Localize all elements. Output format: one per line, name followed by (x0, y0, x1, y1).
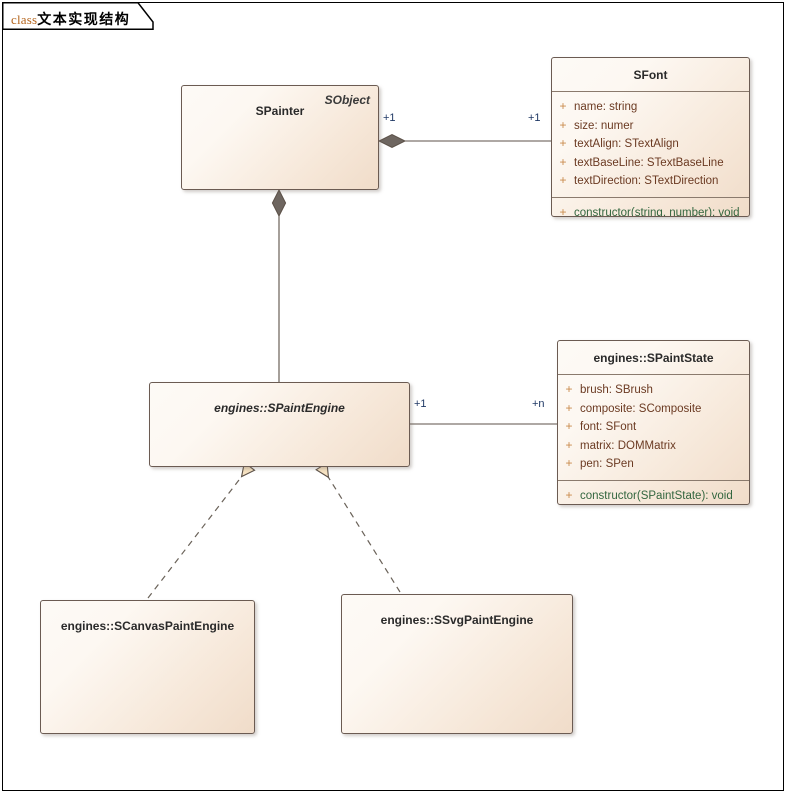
diagram-title-text: 文本实现结构 (37, 11, 131, 27)
visibility-marker: + (559, 99, 567, 113)
class-name-sfont: SFont (633, 68, 668, 82)
attributes-compartment-sfont: + name: string + size: numer + textAlign… (552, 92, 749, 197)
visibility-marker: + (559, 204, 567, 217)
operation-signature: constructor(SPaintState): void (580, 489, 733, 502)
class-header-ssvgpaintengine: engines::SSvgPaintEngine (342, 595, 572, 636)
class-box-ssvgpaintengine[interactable]: engines::SSvgPaintEngine (341, 594, 573, 734)
visibility-marker: + (565, 456, 573, 470)
attribute-row: + font: SFont (558, 418, 749, 437)
operation-row: + constructor(SPaintState): void (558, 487, 749, 505)
link-painter-engine (271, 188, 287, 382)
class-name-ssvgpaintengine: engines::SSvgPaintEngine (380, 613, 534, 627)
link-canvas-realization (147, 467, 249, 599)
visibility-marker: + (559, 154, 567, 169)
multiplicity-painter-font-source: +1 (383, 112, 396, 124)
attribute-signature: size: numer (574, 119, 634, 132)
class-box-spainter[interactable]: SObject SPainter (181, 85, 379, 190)
visibility-marker: + (559, 117, 567, 132)
class-header-spainter: SObject SPainter (182, 86, 378, 127)
multiplicity-engine-state-source: +1 (414, 398, 427, 410)
attribute-row: + name: string (552, 98, 749, 117)
diagram-title-keyword: class (11, 12, 38, 27)
diagram-title: class文本实现结构 (11, 9, 130, 29)
attribute-row: + size: numer (552, 117, 749, 136)
visibility-marker: + (565, 400, 573, 415)
attribute-row: + textDirection: STextDirection (552, 172, 749, 191)
attribute-signature: matrix: DOMMatrix (580, 439, 676, 452)
attribute-signature: pen: SPen (580, 458, 634, 470)
attribute-signature: font: SFont (580, 421, 637, 433)
operations-compartment-spaintstate: + constructor(SPaintState): void (558, 479, 749, 505)
attribute-signature: textDirection: STextDirection (574, 175, 719, 187)
attribute-signature: textBaseLine: STextBaseLine (574, 156, 724, 169)
class-header-spaintstate: engines::SPaintState (558, 341, 749, 375)
attribute-row: + pen: SPen (558, 455, 749, 474)
operation-signature: constructor(string, number): void (574, 206, 740, 217)
visibility-marker: + (565, 437, 573, 452)
link-painter-font (377, 134, 551, 148)
class-name-spaintengine: engines::SPaintEngine (214, 401, 345, 415)
attribute-signature: name: string (574, 101, 638, 113)
operation-row: + constructor(string, number): void (552, 204, 749, 217)
attribute-row: + matrix: DOMMatrix (558, 437, 749, 456)
class-header-scanvaspaintengine: engines::SCanvasPaintEngine (41, 601, 254, 642)
attribute-signature: brush: SBrush (580, 384, 653, 396)
class-header-sfont: SFont (552, 58, 749, 92)
class-name-spaintstate: engines::SPaintState (593, 351, 714, 365)
class-box-sfont[interactable]: SFont + name: string + size: numer + tex… (551, 57, 750, 217)
class-box-spaintengine[interactable]: engines::SPaintEngine (149, 382, 410, 467)
multiplicity-engine-state-target: +n (532, 398, 545, 410)
visibility-marker: + (565, 419, 573, 433)
operations-compartment-sfont: + constructor(string, number): void (552, 196, 749, 217)
visibility-marker: + (559, 173, 567, 187)
link-svg-realization (322, 467, 401, 593)
attribute-row: + composite: SComposite (558, 400, 749, 419)
multiplicity-painter-font-target: +1 (528, 112, 541, 124)
attribute-signature: composite: SComposite (580, 402, 702, 415)
attributes-compartment-spaintstate: + brush: SBrush + composite: SComposite … (558, 375, 749, 480)
attribute-row: + textBaseLine: STextBaseLine (552, 154, 749, 173)
visibility-marker: + (559, 136, 567, 150)
attribute-row: + textAlign: STextAlign (552, 135, 749, 154)
visibility-marker: + (565, 487, 573, 502)
class-name-scanvaspaintengine: engines::SCanvasPaintEngine (60, 619, 235, 633)
class-stereotype-spainter: SObject (324, 93, 370, 107)
class-name-spainter: SPainter (255, 104, 305, 118)
attribute-row: + brush: SBrush (558, 381, 749, 400)
visibility-marker: + (565, 382, 573, 396)
class-header-spaintengine: engines::SPaintEngine (150, 383, 409, 424)
class-box-scanvaspaintengine[interactable]: engines::SCanvasPaintEngine (40, 600, 255, 734)
class-box-spaintstate[interactable]: engines::SPaintState + brush: SBrush + c… (557, 340, 750, 505)
attribute-signature: textAlign: STextAlign (574, 138, 679, 150)
